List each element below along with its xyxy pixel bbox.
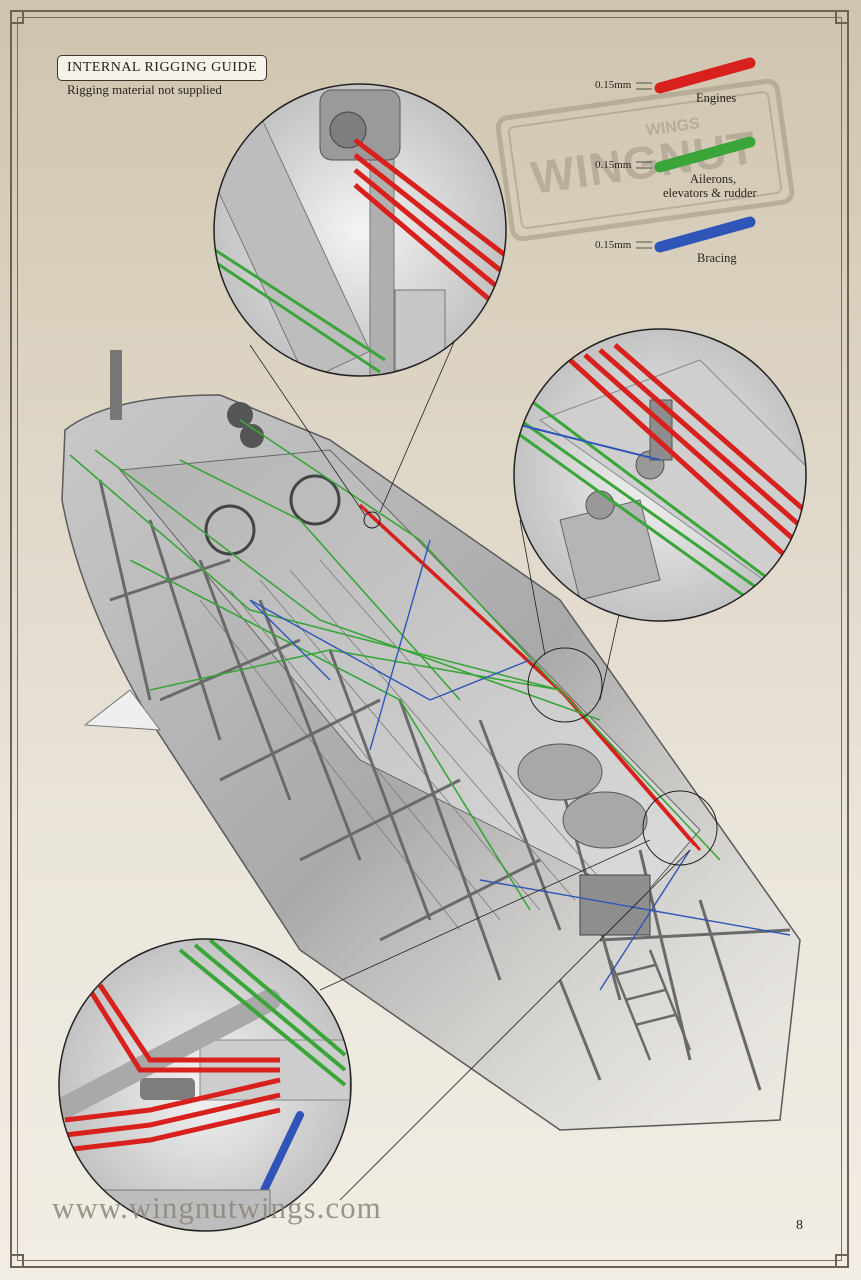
detail-view-right bbox=[513, 328, 807, 622]
frame-corner bbox=[835, 1254, 849, 1268]
legend-size-bracing: 0.15mm bbox=[595, 239, 632, 251]
website-watermark: www.wingnutwings.com bbox=[52, 1190, 382, 1225]
detail-locator-circle bbox=[642, 790, 718, 866]
legend-rod-engines bbox=[636, 57, 756, 94]
frame-corner bbox=[835, 10, 849, 24]
control-rigging-lines bbox=[69, 419, 721, 911]
guide-title: INTERNAL RIGGING GUIDE bbox=[57, 55, 268, 81]
wingnut-logo-stamp: WINGNUT WINGS bbox=[492, 75, 797, 244]
legend-size-engines: 0.15mm bbox=[595, 79, 632, 91]
page-frame-outer bbox=[10, 10, 849, 1268]
frame-corner bbox=[10, 1254, 24, 1268]
legend-rod-bracing bbox=[636, 216, 756, 253]
bracing-rigging-lines bbox=[249, 539, 791, 991]
legend-label-engines: Engines bbox=[696, 91, 737, 105]
detail-leader-lines bbox=[249, 339, 691, 1201]
detail-view-bottom bbox=[58, 938, 352, 1232]
legend-label-controls-line2: elevators & rudder bbox=[663, 186, 757, 200]
detail-locator-circle bbox=[527, 647, 603, 723]
guide-subtitle: Rigging material not supplied bbox=[67, 82, 222, 97]
fuselage-hull bbox=[61, 350, 801, 1131]
page-frame-inner bbox=[17, 17, 842, 1261]
frame-corner bbox=[10, 10, 24, 24]
page-number: 8 bbox=[796, 1218, 803, 1233]
legend-label-bracing: Bracing bbox=[697, 251, 737, 265]
detail-locator-circle bbox=[363, 511, 381, 529]
legend-rod-controls bbox=[636, 136, 756, 173]
legend-label-controls-line1: Ailerons, bbox=[690, 172, 737, 186]
detail-view-top bbox=[213, 83, 507, 377]
legend-size-controls: 0.15mm bbox=[595, 159, 632, 171]
